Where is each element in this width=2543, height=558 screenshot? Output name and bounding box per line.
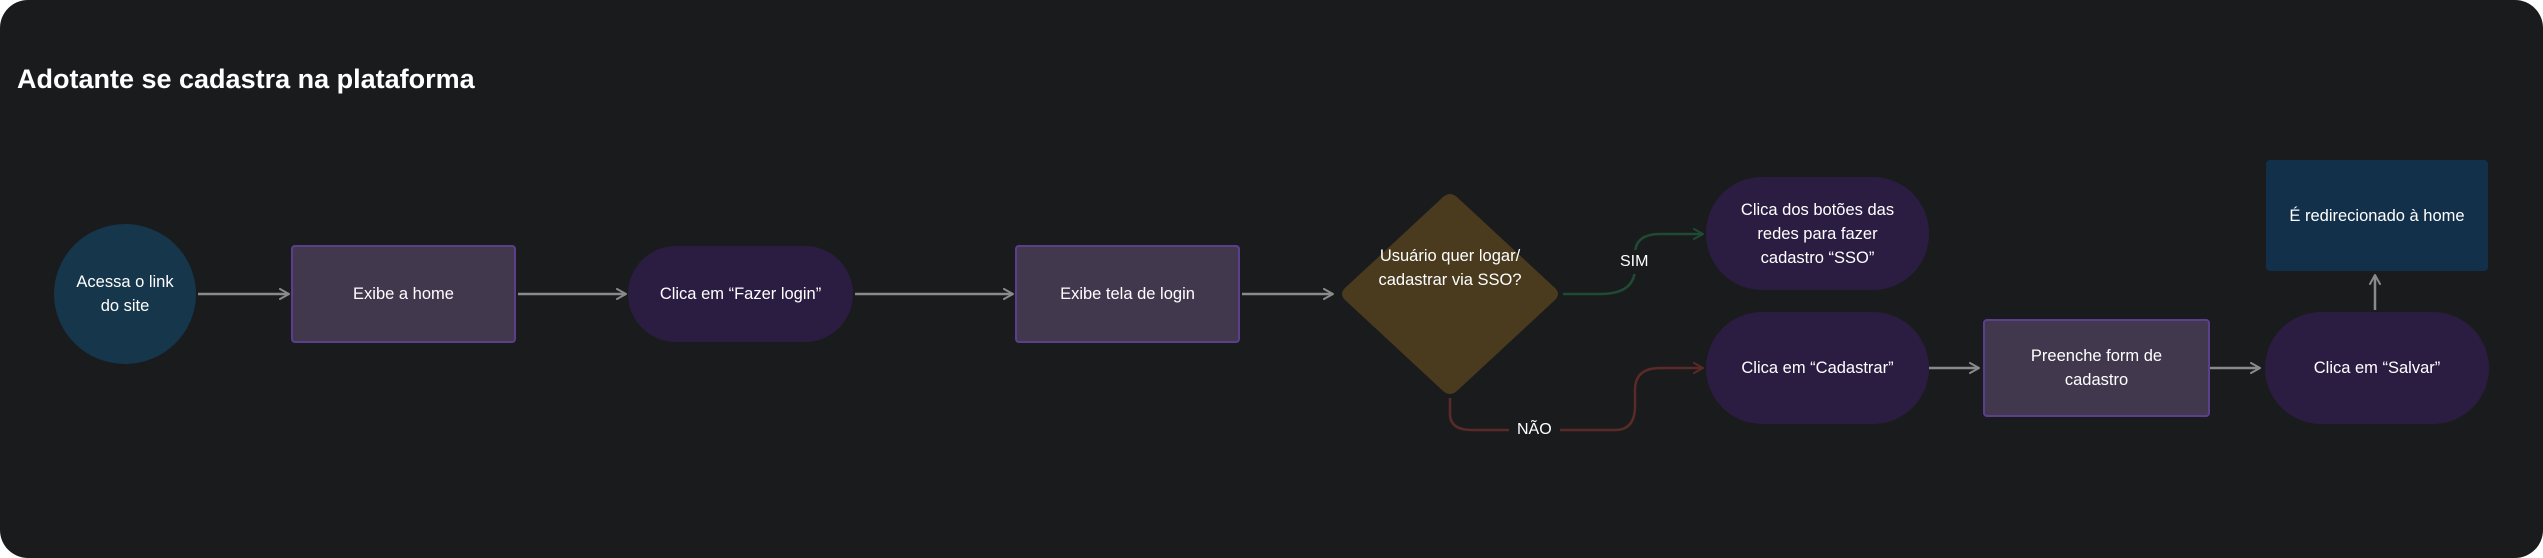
decision-diamond (1342, 194, 1558, 394)
action-node-label: Clica dos botões das redes para fazer ca… (1740, 200, 1895, 267)
action-node-click-login: Clica em “Fazer login” (628, 246, 853, 342)
action-node-click-save: Clica em “Salvar” (2265, 312, 2489, 424)
start-node-label: Acessa o link do site (76, 273, 174, 315)
process-node-label: Preenche form de cadastro (2030, 347, 2163, 389)
action-node-label: Clica em “Salvar” (2313, 359, 2441, 377)
end-node-redirect-home: É redirecionado à home (2266, 160, 2488, 271)
action-node-click-register: Clica em “Cadastrar” (1706, 312, 1929, 424)
process-node-show-home: Exibe a home (291, 245, 516, 343)
action-node-click-sso-buttons: Clica dos botões das redes para fazer ca… (1706, 177, 1929, 290)
arrow-decision-no (1448, 362, 1704, 432)
process-node-label: Exibe a home (353, 285, 454, 303)
edge-label-yes: SIM (1612, 250, 1657, 274)
start-node-access-link: Acessa o link do site (54, 224, 196, 364)
decision-label: Usuário quer logar/ cadastrar via SSO? (1378, 247, 1522, 289)
action-node-label: Clica em “Fazer login” (659, 285, 822, 303)
process-node-label: Exibe tela de login (1060, 285, 1195, 303)
end-node-label: É redirecionado à home (2289, 206, 2465, 225)
process-node-fill-form: Preenche form de cadastro (1983, 319, 2210, 417)
diagram-title: Adotante se cadastra na plataforma (17, 64, 475, 94)
process-node-show-login-screen: Exibe tela de login (1015, 245, 1240, 343)
edge-label-no: NÃO (1509, 418, 1560, 442)
action-node-label: Clica em “Cadastrar” (1741, 359, 1894, 377)
